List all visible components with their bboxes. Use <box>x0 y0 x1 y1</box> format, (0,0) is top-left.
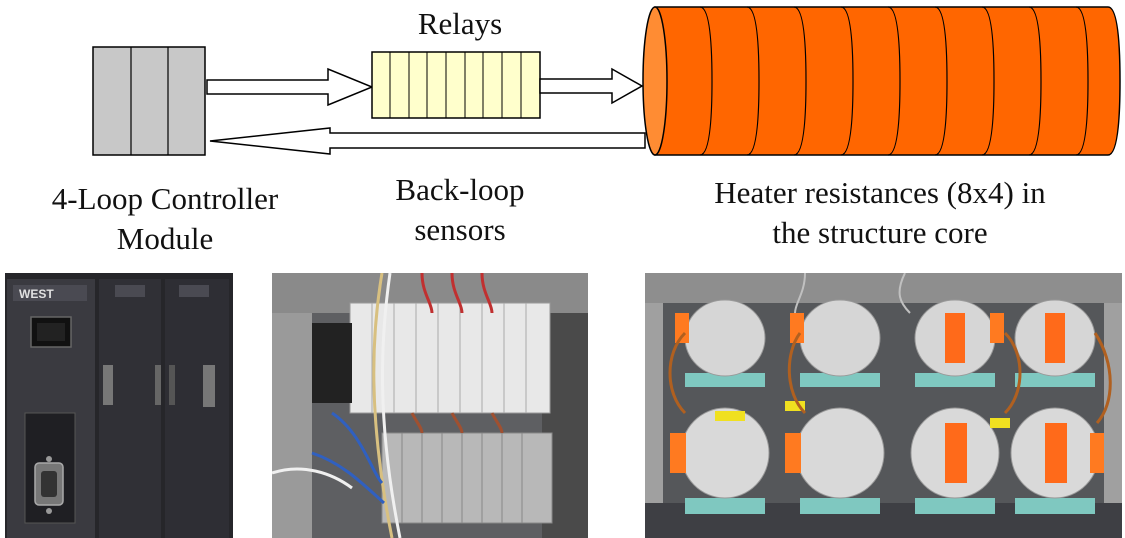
arrow-relays-to-heater <box>539 67 644 105</box>
heater-label-line2: the structure core <box>772 215 988 250</box>
heater-label-line1: Heater resistances (8x4) in <box>714 175 1046 210</box>
arrow-backloop-sensors <box>209 127 646 155</box>
relays-label: Relays <box>417 6 503 41</box>
sensors-label-line2: sensors <box>414 212 506 247</box>
relays-block-shape <box>371 51 541 119</box>
heater-resistances-photo <box>645 273 1122 538</box>
controller-label-line1: 4-Loop Controller <box>51 181 279 216</box>
controller-logo: WEST <box>19 287 54 301</box>
system-diagram <box>92 6 1121 156</box>
heater-cylinder-shape <box>642 6 1121 156</box>
controller-label-line2: Module <box>116 221 214 256</box>
controller-module-photo: WEST <box>5 273 233 538</box>
relays-photo <box>272 273 588 538</box>
arrow-controller-to-relays <box>206 67 374 107</box>
controller-module-shape <box>92 46 206 156</box>
sensors-label-line1: Back-loop <box>395 172 525 207</box>
